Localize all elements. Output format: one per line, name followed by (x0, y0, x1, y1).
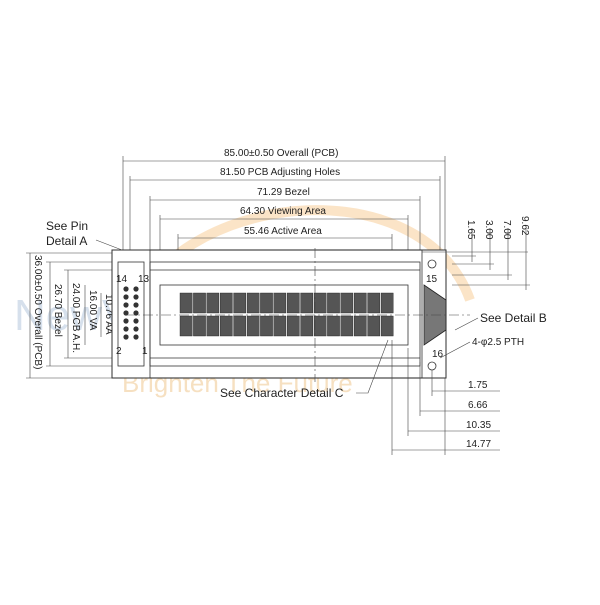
dim-va: 16.00 VA (87, 290, 98, 331)
pin-hole (133, 310, 139, 316)
pin-hole (123, 310, 129, 316)
pin-hole (133, 302, 139, 308)
character-cell (219, 292, 233, 314)
character-cell (206, 292, 220, 314)
dim-height-bezel: 26.70 Bezel (52, 284, 63, 337)
pin-hole (123, 326, 129, 332)
dim-pcb-ah: 24.00 PCB A.H. (70, 283, 81, 353)
character-cell (313, 315, 327, 337)
right-top-dimensions: 1.65 3.00 7.00 9.62 (422, 216, 530, 290)
dim-bottom-1: 1.75 (468, 380, 488, 391)
character-cell (179, 292, 193, 314)
hole-top-right (427, 259, 437, 269)
dim-bottom-4: 14.77 (466, 439, 491, 450)
character-cell (340, 315, 354, 337)
character-cell (327, 315, 340, 337)
character-cell (313, 292, 327, 314)
character-cell (300, 315, 314, 337)
character-cell (287, 315, 300, 337)
character-cell (246, 315, 260, 337)
pin-hole (133, 294, 139, 300)
pin-13-label: 13 (138, 274, 150, 285)
callout-character-detail: See Character Detail C (220, 386, 344, 400)
dim-active-area: 55.46 Active Area (244, 226, 322, 237)
callout-holes: 4-φ2.5 PTH (472, 337, 524, 348)
pin-hole (123, 318, 129, 324)
left-dimensions: 36.00±0.50 Overall (PCB) 26.70 Bezel 24.… (26, 252, 114, 379)
dim-top-3: 7.00 (501, 220, 512, 240)
character-cell (300, 292, 314, 314)
character-cell (233, 315, 247, 337)
character-cell (206, 315, 220, 337)
callout-pin-detail-2: Detail A (46, 234, 87, 248)
dim-viewing-area: 64.30 Viewing Area (240, 206, 326, 217)
pin-2-label: 2 (116, 346, 122, 357)
pin-header (117, 261, 145, 367)
character-cell (260, 315, 273, 337)
character-cells (179, 292, 394, 337)
character-cell (380, 315, 394, 337)
pin-15-label: 15 (426, 274, 438, 285)
lcd-module: 14 13 2 1 15 16 (111, 248, 470, 382)
pin-16-label: 16 (432, 349, 444, 360)
callouts: See Pin Detail A See Detail B 4-φ2.5 PTH… (46, 219, 547, 400)
character-cell (219, 315, 233, 337)
character-cell (273, 292, 287, 314)
character-cell (380, 292, 394, 314)
character-cell (340, 292, 354, 314)
dim-top-1: 1.65 (465, 220, 476, 240)
callout-detail-b: See Detail B (480, 311, 547, 325)
character-cell (233, 292, 247, 314)
pin-hole (123, 334, 129, 340)
character-cell (367, 315, 381, 337)
dim-bottom-3: 10.35 (466, 420, 491, 431)
dim-top-4: 9.62 (519, 216, 530, 236)
bottom-right-dimensions: 1.75 6.66 10.35 14.77 (391, 340, 500, 455)
character-cell (354, 315, 367, 337)
pin-hole (133, 286, 139, 292)
character-cell (273, 315, 287, 337)
dim-aa: 10.76 AA (103, 294, 114, 335)
dim-top-2: 3.00 (483, 220, 494, 240)
pcb-outline (111, 249, 447, 379)
dim-pcb-holes: 81.50 PCB Adjusting Holes (220, 167, 340, 178)
pin-hole (123, 294, 129, 300)
pin-hole (123, 302, 129, 308)
callout-pin-detail-1: See Pin (46, 219, 88, 233)
character-cell (287, 292, 300, 314)
character-cell (179, 315, 193, 337)
character-cell (327, 292, 340, 314)
pin-1-label: 1 (142, 346, 148, 357)
character-cell (193, 315, 206, 337)
character-cell (367, 292, 381, 314)
pin-hole (133, 318, 139, 324)
dim-bottom-2: 6.66 (468, 400, 488, 411)
character-cell (193, 292, 206, 314)
character-cell (260, 292, 273, 314)
pin-grid (123, 286, 139, 340)
pin-hole (133, 326, 139, 332)
dim-height-overall: 36.00±0.50 Overall (PCB) (32, 255, 43, 369)
pin-hole (123, 286, 129, 292)
left-pcb-end (111, 249, 151, 379)
character-cell (246, 292, 260, 314)
dim-overall-pcb: 85.00±0.50 Overall (PCB) (224, 148, 338, 159)
dim-bezel: 71.29 Bezel (257, 187, 310, 198)
pin-hole (133, 334, 139, 340)
character-cell (354, 292, 367, 314)
pin-14-label: 14 (116, 274, 128, 285)
